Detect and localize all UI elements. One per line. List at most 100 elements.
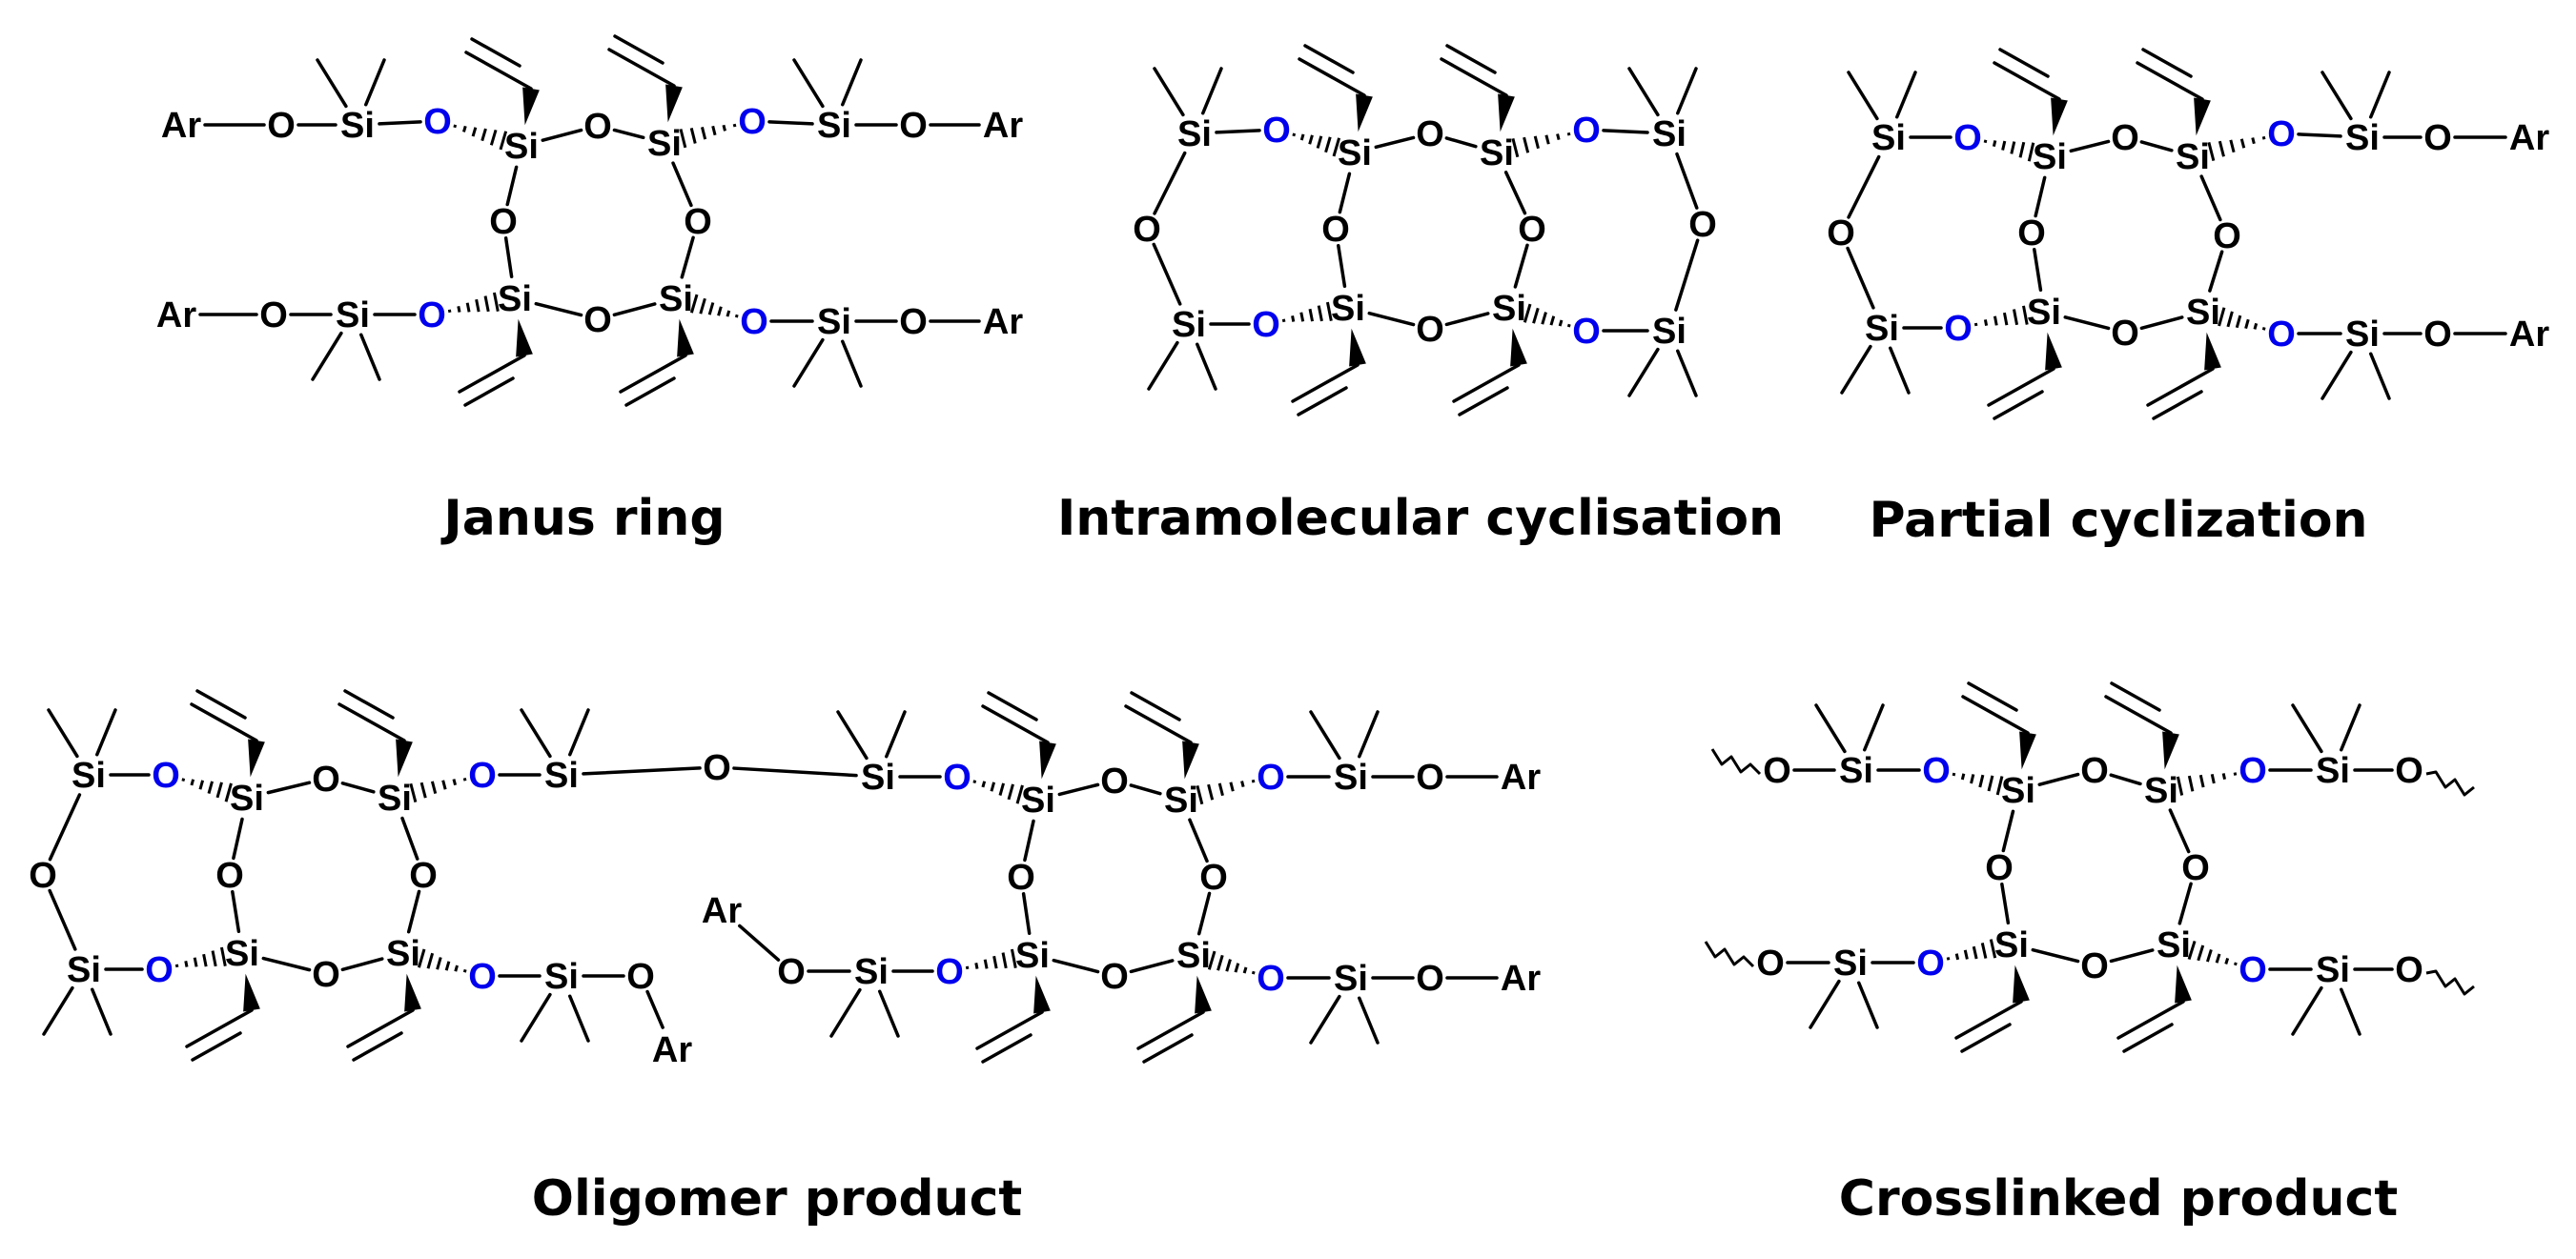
hashed-bond — [453, 124, 458, 129]
single-bond — [1503, 171, 1527, 215]
core-silicon: Si — [2027, 293, 2061, 333]
hashed-bond — [441, 780, 447, 790]
hashed-bond — [436, 957, 442, 970]
hashed-bond — [2218, 307, 2226, 327]
hashed-bond — [689, 294, 699, 314]
oxygen: O — [259, 295, 288, 335]
single-bond — [1602, 129, 1649, 134]
hashed-bond — [1960, 773, 1966, 781]
methyl-bond — [878, 989, 900, 1038]
vinyl-bond — [2116, 1000, 2185, 1040]
hashed-bond — [2251, 137, 2256, 145]
single-bond — [1021, 892, 1032, 935]
hashed-bond — [1007, 783, 1014, 801]
vinyl-bond — [1298, 57, 1366, 97]
hashed-bond — [202, 953, 208, 967]
dimethylsilyl: Si — [2316, 751, 2350, 791]
hashed-bond — [193, 957, 198, 967]
hashed-bond — [1533, 135, 1540, 150]
vinyl-bond — [1993, 61, 2061, 101]
single-bond — [406, 889, 421, 934]
hashed-bond — [1316, 135, 1323, 149]
vinyl-double-bond — [352, 1031, 403, 1062]
methyl-bond — [1676, 349, 1698, 397]
dimethylsilyl: Si — [2345, 315, 2380, 355]
hashed-bond — [409, 782, 418, 803]
single-bond — [266, 781, 312, 795]
single-bond — [1846, 246, 1875, 310]
hashed-bond — [1001, 952, 1008, 969]
hashed-bond — [1299, 133, 1305, 141]
core-oxygen: O — [2080, 751, 2109, 791]
dimethylsilyl: Si — [1833, 944, 1868, 984]
vinyl-bond — [190, 702, 258, 742]
hashed-bond — [207, 781, 215, 794]
core-oxygen: O — [2111, 118, 2139, 158]
core-silicon: Si — [1176, 936, 1211, 976]
hashed-bond — [2221, 773, 2227, 781]
oxygen: O — [1756, 944, 1785, 984]
wedge-bond — [243, 973, 260, 1012]
core-oxygen: O — [312, 760, 340, 800]
single-bond — [582, 766, 702, 776]
hashed-bond — [461, 125, 467, 132]
single-bond — [48, 793, 82, 862]
single-bond — [2208, 250, 2224, 293]
vinyl-bond — [975, 1010, 1044, 1050]
dimethylsilyl: Si — [544, 957, 579, 997]
wedge-bond — [2204, 332, 2221, 371]
linker-oxygen: O — [1257, 758, 1285, 798]
vinyl-double-bond — [1303, 44, 1355, 74]
hashed-bond — [1541, 312, 1547, 325]
wavy-bond — [2425, 969, 2475, 996]
dimethylsilyl: Si — [1334, 959, 1368, 999]
vinyl-bond — [1124, 704, 1193, 744]
single-bond — [340, 782, 376, 794]
hashed-bond — [475, 298, 480, 313]
vinyl-double-bond — [1967, 681, 2018, 712]
vinyl-bond — [464, 51, 533, 91]
core-oxygen: O — [1100, 957, 1129, 997]
hashed-bond — [2218, 140, 2225, 157]
hashed-bond — [454, 965, 459, 972]
aryl-group: Ar — [2509, 118, 2549, 158]
linker-oxygen: O — [423, 102, 452, 142]
linker-oxygen: O — [1572, 111, 1601, 151]
single-bond — [732, 766, 858, 778]
linker-oxygen: O — [1257, 959, 1285, 999]
hashed-bond — [1234, 963, 1240, 973]
single-bond — [1674, 238, 1700, 312]
dimethylsilyl: Si — [2316, 950, 2350, 990]
core-oxygen: O — [2017, 213, 2046, 254]
oxygen: O — [899, 106, 928, 146]
methyl-bond — [1857, 981, 1879, 1029]
single-bond — [2069, 139, 2111, 153]
methyl-bond — [1196, 342, 1217, 391]
hashed-bond — [447, 309, 452, 314]
core-oxygen: O — [1416, 310, 1444, 350]
linker-oxygen: O — [2267, 114, 2296, 154]
single-bond — [738, 924, 781, 962]
single-bond — [231, 890, 241, 934]
hashed-bond — [1207, 783, 1215, 801]
linker-oxygen: O — [152, 756, 180, 796]
hashed-bond — [1216, 954, 1224, 971]
dimethylsilyl: Si — [1652, 312, 1687, 352]
core-oxygen: O — [1199, 858, 1228, 898]
methyl-bond — [792, 337, 825, 388]
hashed-bond — [1952, 772, 1956, 777]
hashed-bond — [2261, 327, 2266, 331]
hashed-bond — [732, 123, 737, 128]
hashed-bond — [483, 295, 490, 313]
dimethylsilyl: Si — [67, 950, 101, 990]
hashed-bond — [701, 126, 707, 140]
dimethylsilyl: Si — [1177, 114, 1212, 154]
single-bond — [767, 120, 814, 126]
core-oxygen: O — [409, 856, 438, 896]
methyl-bond — [2291, 985, 2323, 1036]
methyl-bond — [2369, 352, 2391, 400]
hashed-bond — [430, 781, 438, 795]
core-silicon: Si — [647, 124, 682, 164]
single-bond — [2199, 174, 2222, 222]
